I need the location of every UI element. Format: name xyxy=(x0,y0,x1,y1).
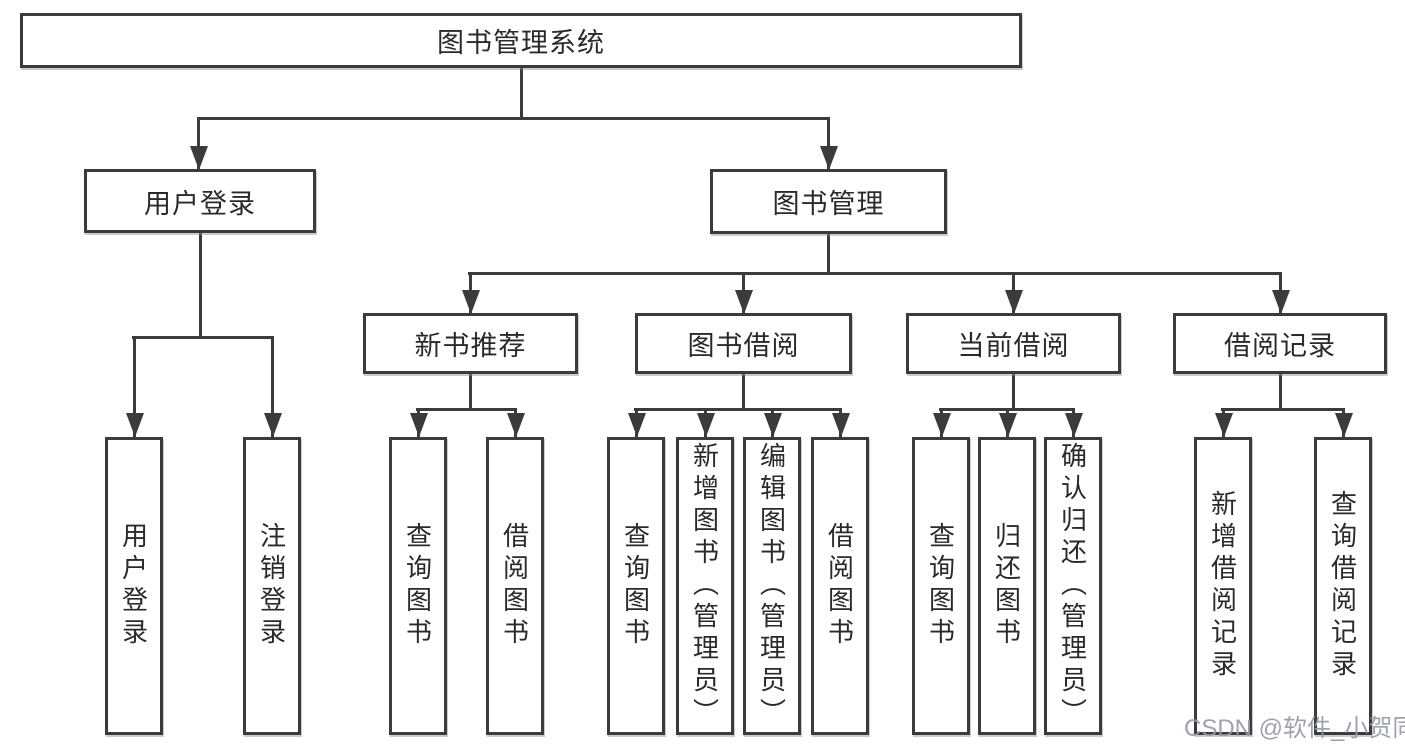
leaf-label: 用户登录 xyxy=(118,522,149,650)
arrow-down-icon xyxy=(819,118,838,170)
leaf-logout: 注销登录 xyxy=(243,437,301,735)
arrow-down-icon xyxy=(1064,408,1083,437)
node-library-system: 图书管理系统 xyxy=(20,13,1022,68)
connector-line xyxy=(132,336,274,339)
leaf-label: 借阅图书 xyxy=(499,522,530,650)
leaf-borrow-book: 借阅图书 xyxy=(486,437,544,735)
leaf-label: 新增借阅记录 xyxy=(1207,490,1238,682)
connector-line xyxy=(469,374,472,411)
leaf-label: 查询图书 xyxy=(925,522,956,650)
leaf-label: 编辑图书（管理员） xyxy=(756,442,787,730)
leaf-label: 查询借阅记录 xyxy=(1327,490,1358,682)
arrow-down-icon xyxy=(1271,272,1290,314)
arrow-down-icon xyxy=(263,336,282,437)
connector-line xyxy=(197,117,830,120)
leaf-label: 查询图书 xyxy=(620,522,651,650)
connector-line xyxy=(1221,408,1345,411)
connector-line xyxy=(199,233,202,339)
arrow-down-icon xyxy=(1004,272,1023,314)
arrow-down-icon xyxy=(1214,408,1233,437)
arrow-down-icon xyxy=(1334,408,1353,437)
arrow-down-icon xyxy=(125,336,144,437)
leaf-borrow-book: 借阅图书 xyxy=(811,437,869,735)
arrow-down-icon xyxy=(932,408,951,437)
arrow-down-icon xyxy=(627,408,646,437)
leaf-label: 查询图书 xyxy=(402,522,433,650)
arrow-down-icon xyxy=(734,272,753,314)
connector-line xyxy=(416,408,517,411)
arrow-down-icon xyxy=(189,118,208,170)
connector-line xyxy=(634,408,842,411)
arrow-down-icon xyxy=(506,408,525,437)
leaf-add-borrow-record: 新增借阅记录 xyxy=(1194,437,1252,735)
leaf-query-borrow-record: 查询借阅记录 xyxy=(1314,437,1372,735)
leaf-label: 归还图书 xyxy=(991,522,1022,650)
leaf-label: 注销登录 xyxy=(256,522,287,650)
node-label: 图书管理系统 xyxy=(437,28,605,58)
leaf-query-book: 查询图书 xyxy=(912,437,970,735)
node-label: 图书管理 xyxy=(772,189,885,219)
connector-line xyxy=(1279,374,1282,411)
connector-line xyxy=(468,272,1282,275)
node-label: 借阅记录 xyxy=(1224,331,1336,361)
leaf-edit-book-admin: 编辑图书（管理员） xyxy=(743,437,801,735)
node-label: 图书借阅 xyxy=(687,331,800,361)
leaf-query-book: 查询图书 xyxy=(389,437,447,735)
arrow-down-icon xyxy=(831,408,850,437)
arrow-down-icon xyxy=(696,408,715,437)
connector-line xyxy=(742,374,745,411)
node-new-book-recommend: 新书推荐 xyxy=(363,313,578,374)
connector-line xyxy=(1012,374,1015,411)
arrow-down-icon xyxy=(409,408,428,437)
node-label: 新书推荐 xyxy=(414,331,527,361)
leaf-label: 确认归还（管理员） xyxy=(1057,442,1088,730)
connector-line xyxy=(827,234,830,275)
node-book-management: 图书管理 xyxy=(710,169,947,234)
node-current-borrowing: 当前借阅 xyxy=(906,313,1121,374)
node-book-borrowing: 图书借阅 xyxy=(635,313,852,374)
leaf-label: 新增图书（管理员） xyxy=(689,442,720,730)
arrow-down-icon xyxy=(998,408,1017,437)
leaf-query-book: 查询图书 xyxy=(607,437,665,735)
arrow-down-icon xyxy=(461,272,480,314)
csdn-watermark: CSDN @软件_小贺同学 xyxy=(1184,715,1405,742)
arrow-down-icon xyxy=(763,408,782,437)
leaf-user-login: 用户登录 xyxy=(105,437,163,735)
leaf-confirm-return-admin: 确认归还（管理员） xyxy=(1044,437,1102,735)
node-borrowing-records: 借阅记录 xyxy=(1173,313,1387,374)
node-user-login: 用户登录 xyxy=(84,169,316,233)
leaf-label: 借阅图书 xyxy=(824,522,855,650)
leaf-return-book: 归还图书 xyxy=(978,437,1036,735)
node-label: 用户登录 xyxy=(144,188,256,219)
node-label: 当前借阅 xyxy=(957,331,1070,361)
connector-line xyxy=(520,68,523,118)
leaf-add-book-admin: 新增图书（管理员） xyxy=(676,437,734,735)
